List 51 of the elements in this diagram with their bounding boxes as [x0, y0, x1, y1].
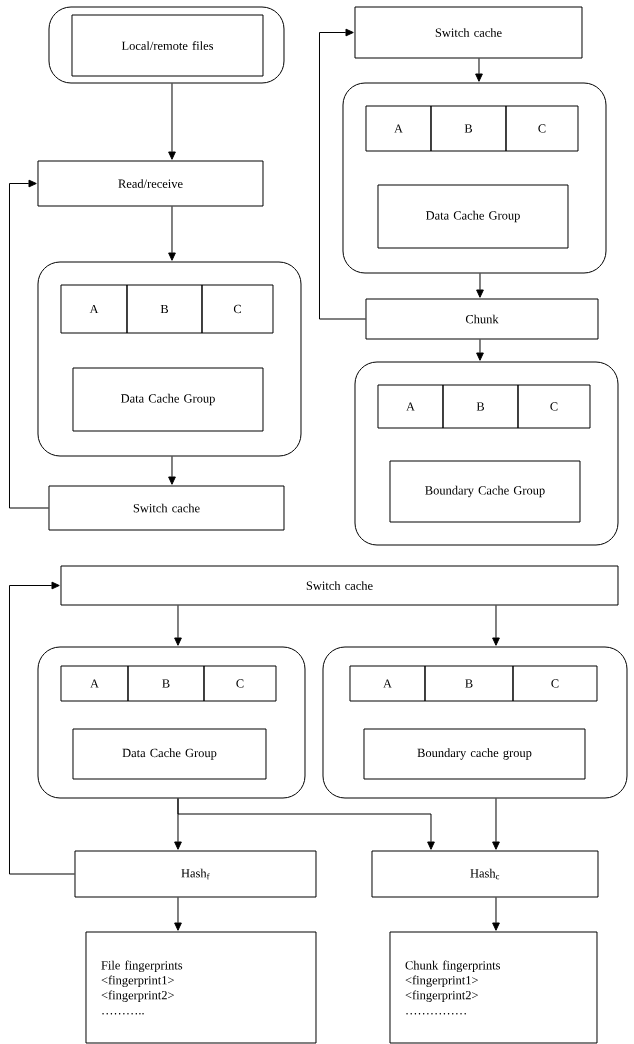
arrow	[9, 179, 49, 509]
rounded-frame	[37, 261, 302, 457]
arrow	[168, 206, 176, 261]
cache-cell: C	[203, 665, 277, 702]
rounded-frame	[354, 361, 619, 546]
process-box: Hash$_{c}$	[371, 850, 599, 898]
arrow	[168, 83, 176, 160]
cache-cell: A	[60, 284, 128, 334]
process-box: Data Cache Group	[72, 367, 264, 432]
arrow	[174, 897, 182, 931]
cache-cell: B	[127, 665, 205, 702]
arrow	[177, 798, 435, 850]
process-box: Hash$_{f}$	[74, 850, 317, 898]
rounded-frame	[342, 82, 607, 274]
cache-cell: C	[512, 665, 598, 702]
cache-cell: C	[201, 284, 274, 334]
cache-cell: B	[126, 284, 203, 334]
arrow	[9, 581, 75, 875]
process-box: Data Cache Group	[72, 728, 267, 780]
arrow	[319, 28, 366, 320]
cache-cell: A	[349, 665, 426, 702]
cache-cell: B	[424, 665, 514, 702]
cache-cell: C	[517, 384, 591, 429]
process-box: Switch cache	[354, 6, 583, 59]
arrow	[168, 456, 176, 485]
fingerprint-list-box: File fingerprints <fingerprint1> <fingerprint2> ………..	[85, 931, 317, 1044]
arrow	[174, 605, 182, 646]
process-box: Switch cache	[60, 565, 619, 606]
rounded-frame	[322, 646, 628, 799]
cache-cell: C	[505, 105, 579, 152]
cache-cell: A	[365, 105, 432, 152]
arrow	[475, 58, 483, 82]
arrow	[492, 897, 500, 931]
arrow	[476, 273, 484, 298]
process-box: Read/receive	[37, 160, 264, 207]
cache-cell: A	[60, 665, 129, 702]
fingerprint-list-box: Chunk fingerprints <fingerprint1> <fingerprint2> ……………	[389, 931, 598, 1044]
rounded-frame	[37, 646, 306, 799]
arrow	[492, 798, 500, 850]
cache-cell: B	[430, 105, 507, 152]
cache-cell: B	[442, 384, 519, 429]
process-box: Switch cache	[48, 485, 285, 531]
cache-cell: A	[377, 384, 444, 429]
process-box: Data Cache Group	[377, 184, 569, 249]
rounded-frame	[48, 6, 285, 84]
arrow	[492, 605, 500, 646]
arrow	[476, 339, 484, 361]
process-box: Boundary cache group	[363, 728, 586, 780]
process-box: Chunk	[365, 298, 599, 340]
process-box: Local/remote files	[71, 14, 264, 77]
process-box: Boundary Cache Group	[389, 460, 581, 523]
